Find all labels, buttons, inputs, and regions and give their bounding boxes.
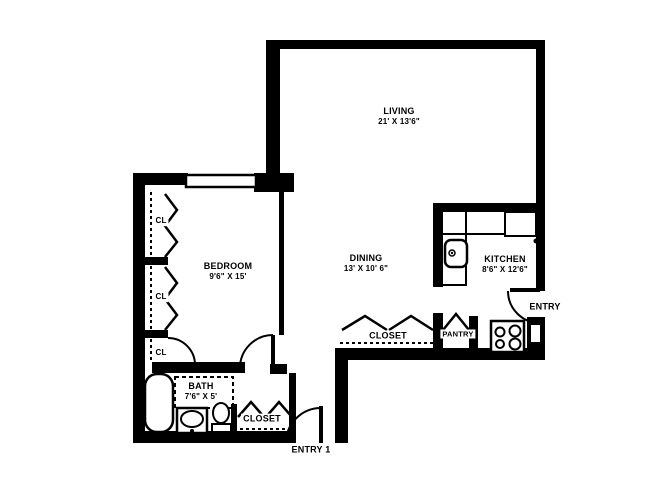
closet-abbr-label-3: CL xyxy=(153,348,169,358)
bath-boundary-dashed xyxy=(174,376,234,409)
burner-icon xyxy=(494,326,506,338)
room-dims: 9'6" X 15' xyxy=(209,271,247,281)
pantry-label: PANTRY xyxy=(440,329,476,339)
room-dims: 8'6" X 12'6" xyxy=(482,264,528,274)
wall-closet-right xyxy=(289,373,296,432)
living-room-label: LIVING 21' X 13'6" xyxy=(376,105,422,127)
bath-closet-label: CLOSET xyxy=(241,413,283,425)
wall-living-top xyxy=(266,40,545,49)
entry1-door xyxy=(285,406,323,444)
stove xyxy=(489,319,526,354)
room-name: BATH xyxy=(188,380,214,391)
pantry-bifold xyxy=(442,312,470,331)
entry-side-label: ENTRY xyxy=(527,301,563,313)
wall-bedroom-dining-divider xyxy=(279,192,284,335)
room-dims: 13' X 10' 6" xyxy=(343,263,389,273)
kitchen-counter xyxy=(443,211,537,286)
wall-kitchen-top xyxy=(433,203,545,212)
closet3-door xyxy=(167,337,196,366)
wall-corner-block xyxy=(254,173,294,192)
room-name: LIVING xyxy=(383,105,415,116)
bath-closet-bifold xyxy=(237,400,293,418)
kitchen-sink xyxy=(443,238,469,269)
wall-bedroom-top xyxy=(133,173,188,185)
room-name: DINING xyxy=(349,252,383,263)
bathtub xyxy=(143,372,175,434)
wall-closet-stub-1 xyxy=(133,257,168,265)
room-dims: 21' X 13'6" xyxy=(378,116,420,126)
bedroom-door xyxy=(239,334,275,370)
counter-left-edge xyxy=(443,212,467,286)
room-name: BEDROOM xyxy=(203,260,253,271)
closet-rods xyxy=(150,192,433,430)
kitchen-label: KITCHEN 8'6" X 12'6" xyxy=(480,253,530,275)
hall-closet-label: CLOSET xyxy=(367,330,409,342)
entry-main-label: ENTRY 1 xyxy=(289,444,333,456)
entry-column-notch xyxy=(531,325,540,342)
closet-abbr-label-2: CL xyxy=(153,292,169,302)
cl1-bifold xyxy=(163,193,179,258)
door-hinge-dot xyxy=(533,238,539,244)
burner-icon xyxy=(508,337,522,351)
wall-stub-bedroom-door xyxy=(270,364,287,374)
entry-side-door xyxy=(507,288,541,324)
bedroom-window xyxy=(184,173,258,189)
refrigerator xyxy=(504,211,537,237)
wall-bottom-left xyxy=(133,431,296,443)
swing-doors xyxy=(167,288,541,444)
closet-abbr-label-1: CL xyxy=(153,216,169,226)
wall-entry-left xyxy=(335,348,348,443)
room-dims: 7'6" X 5' xyxy=(184,391,218,401)
faucet-icon xyxy=(448,249,456,257)
toilet xyxy=(211,402,232,433)
hall-closet-bifold xyxy=(341,314,434,332)
wall-closet-stub-2 xyxy=(133,330,168,338)
bath-sink xyxy=(175,406,209,435)
wall-pantry-left xyxy=(433,313,443,352)
wall-living-left xyxy=(266,40,280,192)
wall-kitchen-left xyxy=(433,203,443,287)
dining-room-label: DINING 13' X 10' 6" xyxy=(341,252,391,274)
wall-right xyxy=(536,40,545,291)
burner-icon xyxy=(495,339,505,349)
bedroom-label: BEDROOM 9'6" X 15' xyxy=(201,260,255,282)
wall-left xyxy=(133,173,145,443)
wall-bath-top xyxy=(152,362,245,373)
wall-toilet-divider xyxy=(231,404,237,432)
room-name: KITCHEN xyxy=(484,253,526,264)
burner-icon xyxy=(508,324,522,338)
bath-label: BATH 7'6" X 5' xyxy=(182,380,220,402)
